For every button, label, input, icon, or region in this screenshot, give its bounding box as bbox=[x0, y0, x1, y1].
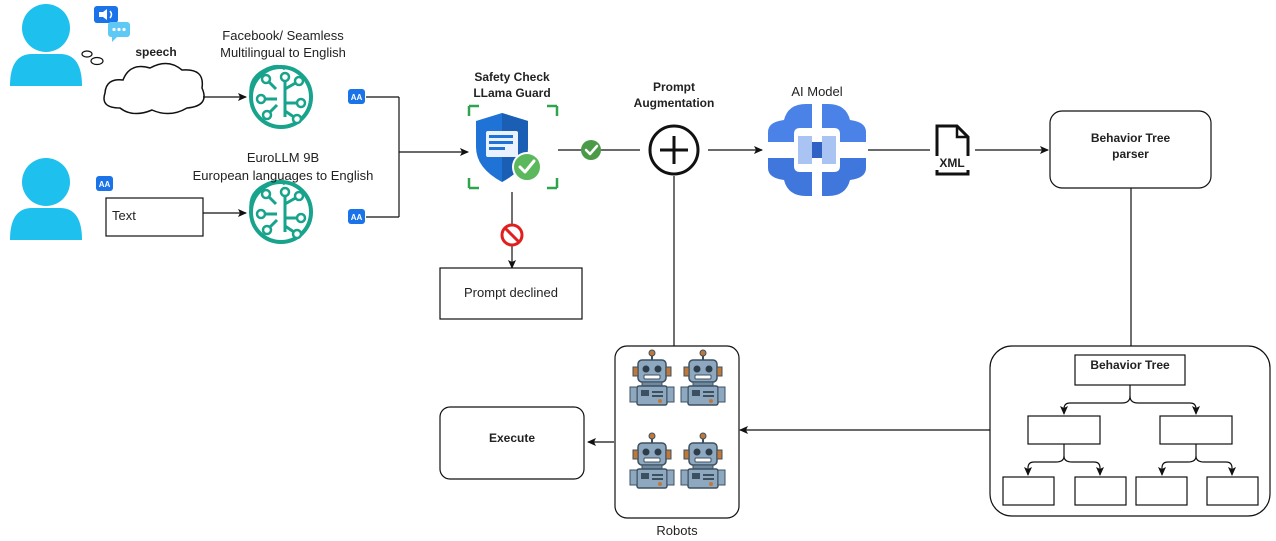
tree-node bbox=[1027, 415, 1101, 445]
tree-leaf-node bbox=[1206, 476, 1259, 506]
safety-shield-icon bbox=[467, 104, 559, 190]
safety-check-title-line1: Safety Check bbox=[462, 70, 562, 84]
execute-label: Execute bbox=[488, 431, 536, 445]
xml-label: XML bbox=[930, 156, 974, 170]
facebook-seamless-label-line1: Facebook/ Seamless bbox=[222, 28, 344, 43]
behavior-tree-parser-line1: Behavior Tree bbox=[1090, 131, 1171, 145]
ai-model-icon bbox=[768, 104, 866, 196]
tree-leaf-node bbox=[1002, 476, 1055, 506]
speaker-user-icon bbox=[10, 4, 82, 86]
eurollm-brain-icon bbox=[248, 179, 313, 244]
thought-dots bbox=[81, 50, 104, 66]
tree-leaf-node bbox=[1074, 476, 1127, 506]
eurollm-label-line1: EuroLLM 9B bbox=[246, 150, 320, 165]
tree-node bbox=[1159, 415, 1233, 445]
execute-box bbox=[439, 406, 585, 480]
speech-label: speech bbox=[128, 45, 184, 59]
text-user-icon bbox=[10, 158, 82, 240]
robots-label: Robots bbox=[656, 523, 698, 538]
tree-leaf-node bbox=[1135, 476, 1188, 506]
behavior-tree-parser-line2: parser bbox=[1112, 147, 1149, 161]
prompt-augmentation-label-line2: Augmentation bbox=[626, 96, 722, 110]
prompt-augmentation-label-line1: Prompt bbox=[626, 80, 722, 94]
safety-check-title-line2: LLama Guard bbox=[462, 86, 562, 100]
prompt-declined-label: Prompt declined bbox=[464, 285, 558, 300]
behavior-tree-root-label: Behavior Tree bbox=[1090, 358, 1170, 372]
tree-edges bbox=[1024, 385, 1236, 476]
translate-badge-icon bbox=[348, 89, 365, 104]
behavior-tree-box bbox=[989, 345, 1271, 517]
connector-lines bbox=[203, 93, 1132, 446]
speaker-icon bbox=[94, 6, 118, 23]
chat-bubble-icon bbox=[108, 22, 130, 42]
facebook-seamless-brain-icon bbox=[248, 64, 313, 129]
translate-badge-icon bbox=[348, 209, 365, 224]
eurollm-label-line2: European languages to English bbox=[192, 168, 374, 183]
text-input-label: Text bbox=[112, 208, 136, 223]
prompt-declined-box bbox=[439, 267, 583, 320]
translate-badge-icon bbox=[96, 176, 113, 191]
facebook-seamless-label-line2: Multilingual to English bbox=[220, 45, 346, 60]
speech-cloud-icon bbox=[103, 62, 205, 115]
declined-no-entry-icon bbox=[500, 223, 524, 247]
text-input-box bbox=[105, 197, 204, 237]
prompt-augmentation-plus-icon bbox=[648, 124, 700, 176]
approved-check-icon bbox=[581, 140, 601, 160]
behavior-tree-parser-box bbox=[1049, 110, 1212, 189]
ai-model-label: AI Model bbox=[791, 84, 843, 99]
